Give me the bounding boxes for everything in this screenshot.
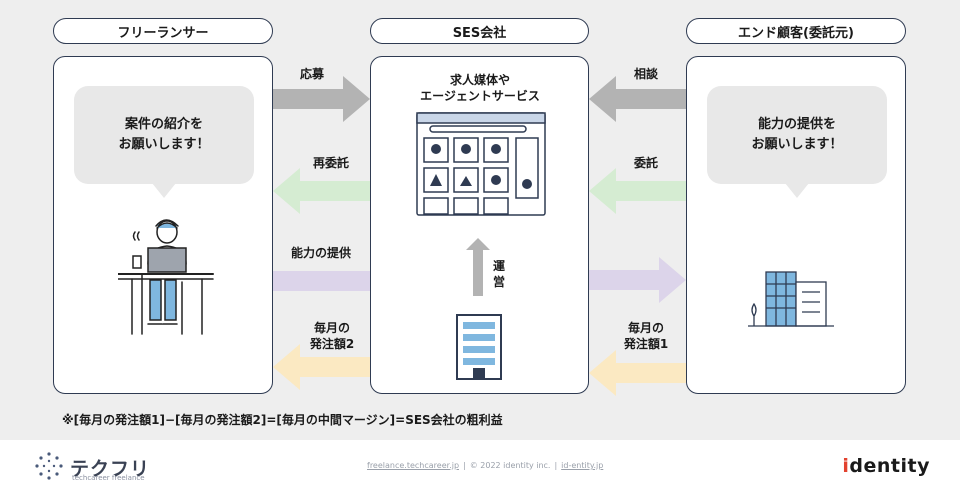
identity-logo-i: i	[842, 455, 850, 477]
bubble-tail	[785, 183, 809, 198]
payment2-label: 毎月の 発注額2	[309, 321, 355, 351]
footer-separator: |	[463, 461, 466, 470]
freelancer-title: フリーランサー	[53, 18, 273, 44]
payment2-arrow	[273, 344, 370, 390]
freelancer-at-laptop-icon	[118, 219, 214, 335]
margin-footnote: ※[毎月の発注額1]−[毎月の発注額2]=[毎月の中間マージン]=SES会社の粗…	[62, 413, 503, 427]
capability-arrow-left	[273, 271, 370, 291]
techfuri-logo-icon	[35, 452, 63, 480]
footer	[0, 440, 960, 490]
consult-label: 相談	[633, 67, 658, 81]
techfuri-logo-subtitle: techcareer freelance	[72, 474, 145, 482]
apply-label: 応募	[299, 67, 324, 81]
operate-label: 運 営	[492, 259, 505, 289]
ses-title: SES会社	[370, 18, 589, 44]
ses-platform-label: 求人媒体や エージェントサービス	[420, 73, 540, 103]
ses-office-building-icon	[456, 314, 502, 380]
capability-label: 能力の提供	[290, 246, 351, 260]
consult-arrow	[589, 76, 686, 122]
client-title-text: エンド顧客(委託元)	[738, 25, 854, 41]
payment1-label: 毎月の 発注額1	[623, 321, 669, 351]
ses-title-text: SES会社	[452, 25, 507, 41]
footer-separator: |	[554, 461, 558, 470]
job-board-browser-icon	[416, 112, 546, 216]
client-office-building-icon	[748, 271, 834, 327]
identity-logo-rest: dentity	[849, 455, 930, 477]
contract-arrow	[589, 168, 686, 214]
payment1-arrow	[589, 350, 686, 396]
techfuri-logo-text: テクフリ	[70, 458, 151, 480]
diagram-canvas: フリーランサー SES会社 エンド顧客(委託元) 案件の紹介を お願いします！ …	[0, 0, 960, 440]
identity-logo: identity	[842, 455, 930, 477]
apply-arrow	[273, 76, 370, 122]
freelancer-title-text: フリーランサー	[117, 25, 209, 41]
freelancer-speech-text: 案件の紹介を お願いします！	[118, 117, 210, 152]
footer-link-techcareer[interactable]: freelance.techcareer.jp	[367, 461, 460, 470]
client-title: エンド顧客(委託元)	[686, 18, 906, 44]
resubcontract-label: 再委託	[312, 156, 349, 170]
contract-label: 委託	[633, 156, 658, 170]
client-speech-text: 能力の提供を お願いします！	[751, 117, 843, 152]
resubcontract-arrow	[273, 168, 370, 214]
operate-arrow	[466, 238, 490, 296]
footer-link-identity[interactable]: id-entity.jp	[561, 461, 604, 470]
footer-links: freelance.techcareer.jp|© 2022 identity …	[367, 461, 603, 470]
client-speech-bubble: 能力の提供を お願いします！	[707, 86, 887, 198]
freelancer-speech-bubble: 案件の紹介を お願いします！	[74, 86, 254, 198]
capability-arrow-right	[589, 257, 686, 303]
footer-copyright: © 2022 identity inc.	[469, 461, 551, 470]
bubble-tail	[152, 183, 176, 198]
